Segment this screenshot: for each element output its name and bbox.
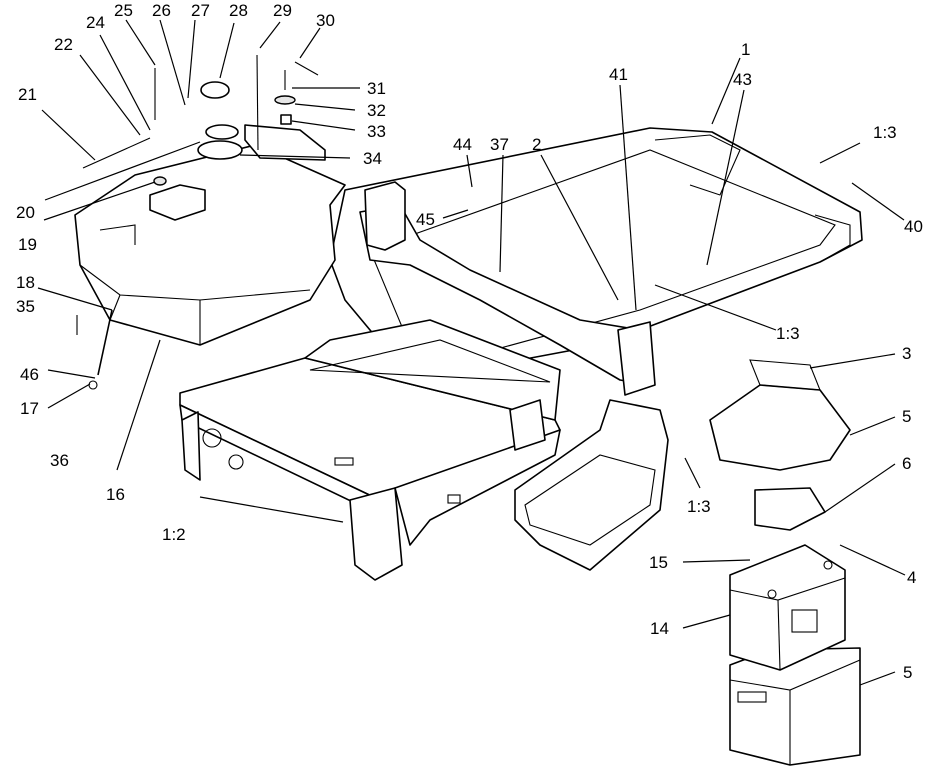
callout-32: 32: [367, 101, 386, 120]
callout-4: 4: [907, 568, 916, 587]
callout-15: 15: [649, 553, 668, 572]
callout-2: 2: [532, 135, 541, 154]
callout-26: 26: [152, 1, 171, 20]
battery: [729, 544, 846, 671]
callout-5-top: 5: [902, 407, 911, 426]
callout-27: 27: [191, 1, 210, 20]
callout-28: 28: [229, 1, 248, 20]
rear-bracket: [509, 399, 669, 571]
callout-1-3-top: 1:3: [873, 123, 897, 142]
callout-14: 14: [650, 619, 669, 638]
callout-46: 46: [20, 365, 39, 384]
callouts: 21 22 24 25 26 27 28 29 30 31 32 33 34 2…: [16, 1, 923, 682]
callout-44: 44: [453, 135, 472, 154]
callout-29: 29: [273, 1, 292, 20]
callout-21: 21: [18, 85, 37, 104]
front-cross-beam: [359, 181, 656, 396]
callout-20: 20: [16, 203, 35, 222]
lower-chassis: [179, 319, 561, 581]
callout-36: 36: [50, 451, 69, 470]
battery-cover: [709, 359, 851, 531]
callout-40: 40: [904, 217, 923, 236]
callout-37: 37: [490, 135, 509, 154]
callout-5-bottom: 5: [903, 663, 912, 682]
callout-19: 19: [18, 235, 37, 254]
filler-assembly: [82, 54, 319, 186]
leader-lines: [37, 19, 906, 686]
tank-strap: [76, 309, 113, 390]
callout-33: 33: [367, 122, 386, 141]
callout-25: 25: [114, 1, 133, 20]
callout-18: 18: [16, 273, 35, 292]
callout-43: 43: [733, 70, 752, 89]
callout-1: 1: [741, 40, 750, 59]
callout-24: 24: [86, 13, 105, 32]
callout-6: 6: [902, 454, 911, 473]
callout-45: 45: [416, 210, 435, 229]
callout-22: 22: [54, 35, 73, 54]
battery-box: [729, 647, 861, 766]
fuel-tank: [74, 124, 346, 346]
callout-1-3-low: 1:3: [687, 497, 711, 516]
callout-30: 30: [316, 11, 335, 30]
callout-35: 35: [16, 297, 35, 316]
callout-17: 17: [20, 399, 39, 418]
callout-31: 31: [367, 79, 386, 98]
callout-1-2: 1:2: [162, 525, 186, 544]
callout-16: 16: [106, 485, 125, 504]
callout-3: 3: [902, 344, 911, 363]
callout-41: 41: [609, 65, 628, 84]
callout-1-3-mid: 1:3: [776, 324, 800, 343]
callout-34: 34: [363, 149, 382, 168]
